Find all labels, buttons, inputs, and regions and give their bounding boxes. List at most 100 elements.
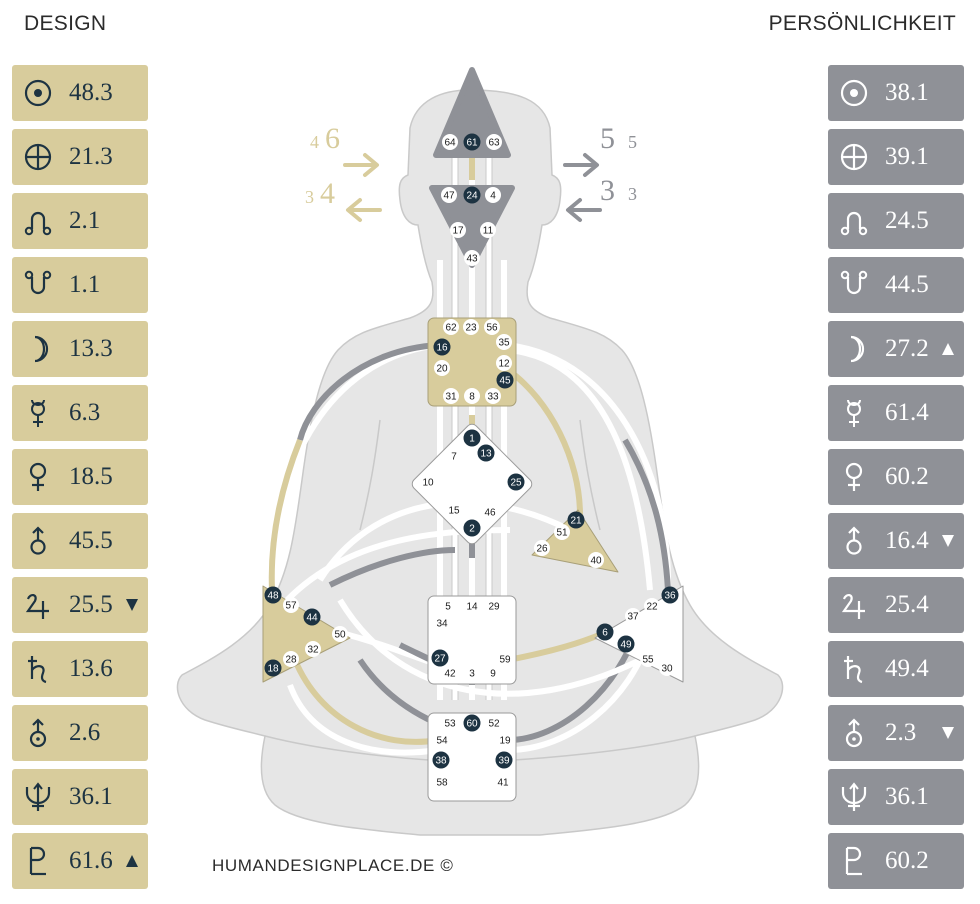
design-variable-arrows (343, 153, 382, 222)
gate-64: 64 (442, 134, 458, 150)
design-activation-row: 13.3 (12, 321, 148, 377)
gate-circle (485, 388, 501, 404)
design-activation-value: 18.5 (69, 463, 113, 490)
gate-circle (485, 665, 501, 681)
gate-number: 63 (488, 138, 500, 149)
personality-activation-row: 36.1 (828, 769, 964, 825)
sacral-center (427, 595, 517, 685)
gate-circle (283, 651, 299, 667)
gate-15: 15 (446, 502, 462, 518)
gate-1: 1 (463, 429, 481, 447)
personality-activation-row: 16.4 (828, 513, 964, 569)
gate-circle (463, 133, 481, 151)
gate-circle (442, 134, 458, 150)
jupiter-icon (22, 589, 54, 621)
gate-49: 49 (617, 635, 635, 653)
arrow-down-icon (125, 598, 139, 612)
gate-number: 59 (499, 655, 511, 666)
throat-center (427, 317, 517, 407)
gate-51: 51 (554, 524, 570, 540)
gate-number: 28 (285, 655, 297, 666)
personality-activation-row: 27.2 (828, 321, 964, 377)
gate-58: 58 (434, 774, 450, 790)
gate-20: 20 (434, 360, 450, 376)
gate-circle (496, 355, 512, 371)
gate-circle (484, 319, 500, 335)
gate-61: 61 (463, 133, 481, 151)
gate-circle (441, 187, 457, 203)
gate-number: 5 (445, 602, 451, 613)
gate-circle (588, 552, 604, 568)
personality-activation-value: 39.1 (885, 143, 929, 170)
gate-number: 9 (490, 669, 496, 680)
gate-number: 19 (499, 736, 511, 747)
gate-54: 54 (434, 732, 450, 748)
pluto-icon (22, 845, 54, 877)
gate-circle (497, 651, 513, 667)
footer-credit: HUMANDESIGNPLACE.DE © (212, 856, 454, 875)
gate-7: 7 (446, 448, 462, 464)
gate-63: 63 (486, 134, 502, 150)
design-activation-row: 61.6 (12, 833, 148, 889)
gate-45: 45 (496, 371, 514, 389)
gate-number: 58 (436, 778, 448, 789)
personality-bottom-small-num: 3 (628, 184, 637, 204)
mercury-icon (838, 397, 870, 429)
gate-circle (463, 519, 481, 537)
design-activation-value: 21.3 (69, 143, 113, 170)
venus-icon (22, 461, 54, 493)
jupiter-icon (838, 589, 870, 621)
gate-13: 13 (477, 444, 495, 462)
neptune-icon (22, 781, 54, 813)
gate-number: 33 (487, 392, 499, 403)
design-top-small-num: 4 (310, 132, 319, 152)
gate-circle (420, 474, 436, 490)
gate-4: 4 (485, 187, 501, 203)
south-node-icon (22, 269, 54, 301)
design-activation-value: 6.3 (69, 399, 101, 426)
gate-number: 48 (267, 591, 279, 602)
personality-activation-row: 38.1 (828, 65, 964, 121)
personality-activation-row: 44.5 (828, 257, 964, 313)
gate-circle (534, 540, 550, 556)
personality-activation-row: 2.3 (828, 705, 964, 761)
design-activation-value: 2.6 (69, 719, 101, 746)
saturn-icon (838, 653, 870, 685)
sun-icon (22, 77, 54, 109)
gate-28: 28 (283, 651, 299, 667)
gate-circle (495, 774, 511, 790)
gate-number: 34 (436, 619, 448, 630)
gate-circle (496, 334, 512, 350)
gate-50: 50 (332, 626, 348, 642)
gate-33: 33 (485, 388, 501, 404)
gate-40: 40 (588, 552, 604, 568)
gate-number: 27 (434, 654, 446, 665)
gate-number: 22 (646, 602, 658, 613)
gate-circle (434, 774, 450, 790)
gate-circle (497, 732, 513, 748)
gate-number: 47 (443, 191, 455, 202)
personality-activation-value: 44.5 (885, 271, 929, 298)
gate-21: 21 (567, 511, 585, 529)
gate-number: 2 (469, 524, 475, 535)
design-activation-row: 25.5 (12, 577, 148, 633)
gate-53: 53 (442, 715, 458, 731)
gate-circle (486, 715, 502, 731)
gate-circle (640, 651, 656, 667)
gate-number: 23 (465, 323, 477, 334)
personality-activation-row: 60.2 (828, 449, 964, 505)
g-center (411, 423, 533, 545)
gate-number: 41 (497, 778, 509, 789)
design-activation-value: 2.1 (69, 207, 101, 234)
gate-number: 11 (483, 226, 494, 237)
gate-3: 3 (464, 665, 480, 681)
gate-circle (446, 448, 462, 464)
gate-9: 9 (485, 665, 501, 681)
mars-icon (838, 525, 870, 557)
gate-number: 10 (422, 478, 434, 489)
neptune-icon (838, 781, 870, 813)
gate-circle (283, 597, 299, 613)
arrow-up-icon (125, 854, 139, 868)
design-activation-row: 21.3 (12, 129, 148, 185)
